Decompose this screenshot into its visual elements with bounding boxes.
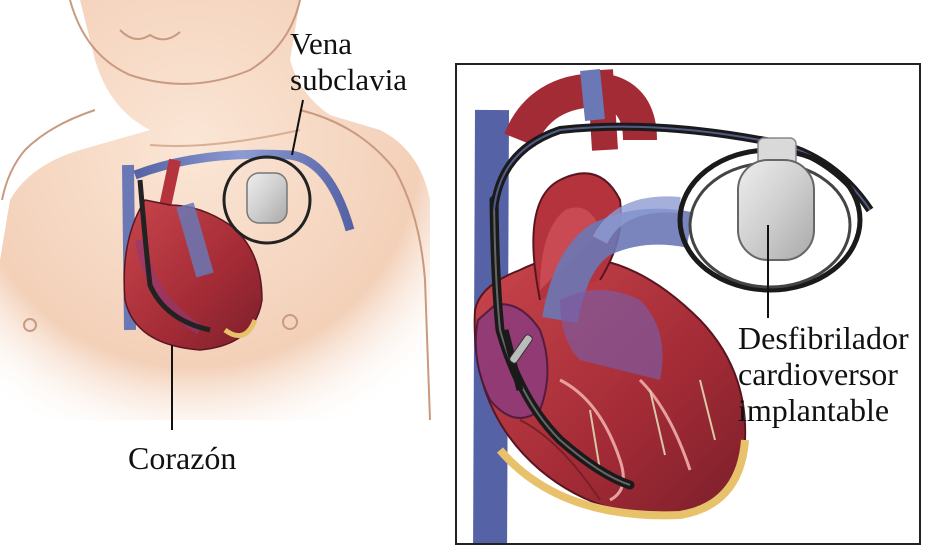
inset-detail: [457, 65, 919, 550]
label-desfibrilador-line3: implantable: [738, 394, 889, 426]
label-desfibrilador-line1: Desfibrilador: [738, 322, 909, 354]
label-corazon: Corazón: [128, 442, 236, 474]
label-vena-subclavia-line2: subclavia: [290, 64, 407, 95]
label-desfibrilador-line2: cardioversor: [738, 358, 898, 390]
label-vena-subclavia-line1: Vena: [290, 28, 352, 59]
